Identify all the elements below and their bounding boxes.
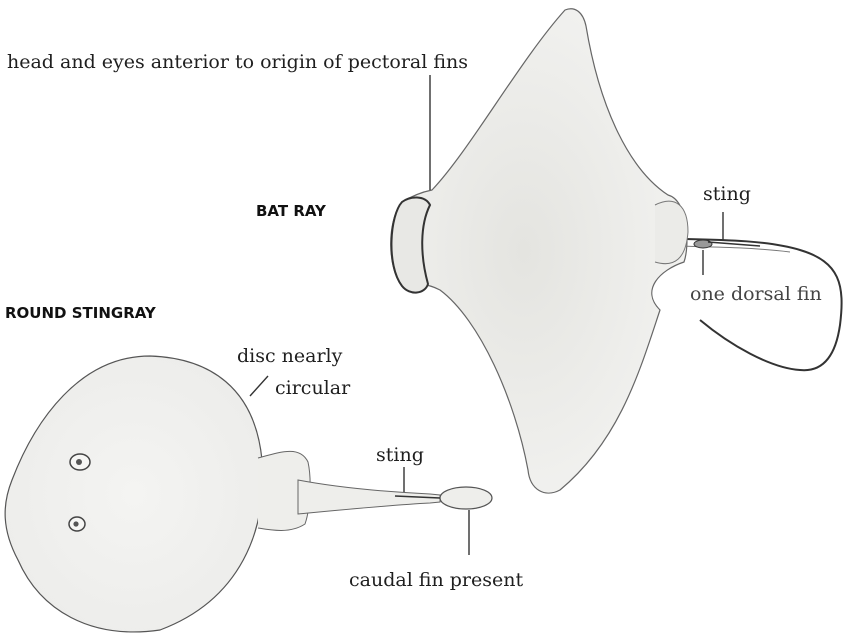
bat-ray-title: BAT RAY	[256, 202, 327, 220]
round-stingray-disc-label: disc nearly	[237, 345, 343, 367]
round-stingray-caudal-fin	[440, 487, 492, 509]
bat-ray-dorsal-label: one dorsal fin	[690, 283, 822, 305]
round-stingray-pupil	[76, 459, 82, 465]
bat-ray-dorsal-fin	[694, 240, 712, 248]
round-stingray-disc-label: circular	[275, 377, 351, 399]
round-stingray-title: ROUND STINGRAY	[5, 304, 157, 322]
bat-ray-sting-label: sting	[703, 183, 751, 205]
bat-ray-head-label: head and eyes anterior to origin of pect…	[7, 51, 468, 73]
bat-ray-body	[391, 9, 687, 493]
round-stingray-disc-leader	[250, 376, 268, 396]
bat-ray-illustration	[391, 9, 842, 493]
round-stingray-disc	[5, 356, 263, 632]
round-stingray-pupil	[73, 521, 78, 526]
round-stingray-caudal-label: caudal fin present	[349, 569, 523, 591]
round-stingray-sting-label: sting	[376, 444, 424, 466]
